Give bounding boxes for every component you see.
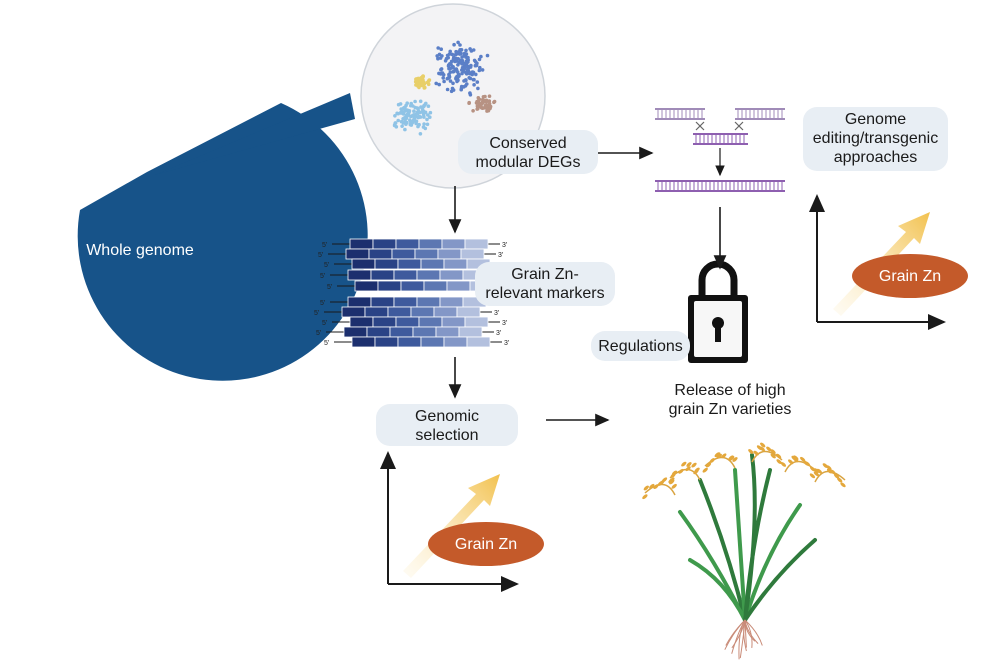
conserved-degs-line-2: modular DEGs xyxy=(475,154,581,171)
whole-genome-label: Whole genome xyxy=(86,242,194,259)
grain-zn-markers-line-1: Grain Zn- xyxy=(511,266,579,283)
conserved-degs-pill xyxy=(458,130,598,174)
crispr-dna-icon xyxy=(655,108,785,192)
svg-text:5': 5' xyxy=(320,300,325,307)
svg-text:5': 5' xyxy=(324,340,329,347)
svg-text:5': 5' xyxy=(320,273,325,280)
regulations-label: Regulations xyxy=(598,338,683,355)
flow-arrows xyxy=(448,146,727,427)
release-line-1: Release of high xyxy=(674,382,786,399)
genomic-selection-line-1: Genomic xyxy=(414,408,480,425)
grain-zn-markers-line-2: relevant markers xyxy=(485,285,605,302)
release-line-2: grain Zn varieties xyxy=(668,401,792,418)
grain-zn-badge-editing: Grain Zn xyxy=(878,268,942,285)
svg-text:5': 5' xyxy=(314,310,319,317)
genomic-selection-line-2: selection xyxy=(415,427,479,444)
svg-text:5': 5' xyxy=(322,320,327,327)
svg-text:3': 3' xyxy=(494,310,499,317)
conserved-degs-label: Conserved modular DEGs xyxy=(458,134,598,172)
genomic-selection-pill xyxy=(376,404,518,446)
conserved-degs-line-1: Conserved xyxy=(489,135,567,152)
rice-plant-icon xyxy=(642,442,846,660)
svg-text:5': 5' xyxy=(316,330,321,337)
svg-text:5': 5' xyxy=(318,252,323,259)
genome-editing-label: Genome editing/transgenic approaches xyxy=(803,110,948,167)
genome-editing-pill xyxy=(803,107,948,171)
svg-text:5': 5' xyxy=(324,262,329,269)
genome-editing-line-1: Genome xyxy=(844,111,907,128)
grain-zn-badge-selection: Grain Zn xyxy=(454,536,518,553)
regulations-pill xyxy=(591,331,690,361)
whole-genome-pie xyxy=(77,93,368,381)
genomic-selection-chart-icon xyxy=(380,451,544,592)
release-label: Release of high grain Zn varieties xyxy=(640,381,820,419)
svg-text:5': 5' xyxy=(327,284,332,291)
genome-editing-line-3: approaches xyxy=(833,149,918,166)
grain-zn-markers-pill xyxy=(475,262,615,306)
svg-text:3': 3' xyxy=(504,340,509,347)
genome-editing-line-2: editing/transgenic xyxy=(812,130,939,147)
svg-text:3': 3' xyxy=(498,252,503,259)
dna-markers-icon: 5'3'5'3'5'3'5'3'5'3'5'3'5'3'5'3'5'3'5'3' xyxy=(314,238,512,348)
grain-zn-markers-label: Grain Zn- relevant markers xyxy=(475,265,615,303)
svg-text:3': 3' xyxy=(502,320,507,327)
genome-editing-chart-icon xyxy=(809,194,968,330)
genomic-selection-label: Genomic selection xyxy=(376,407,518,445)
lock-icon xyxy=(688,260,748,363)
svg-text:5': 5' xyxy=(322,242,327,249)
cluster-plot-icon xyxy=(360,3,546,189)
svg-text:3': 3' xyxy=(496,330,501,337)
svg-text:3': 3' xyxy=(502,242,507,249)
